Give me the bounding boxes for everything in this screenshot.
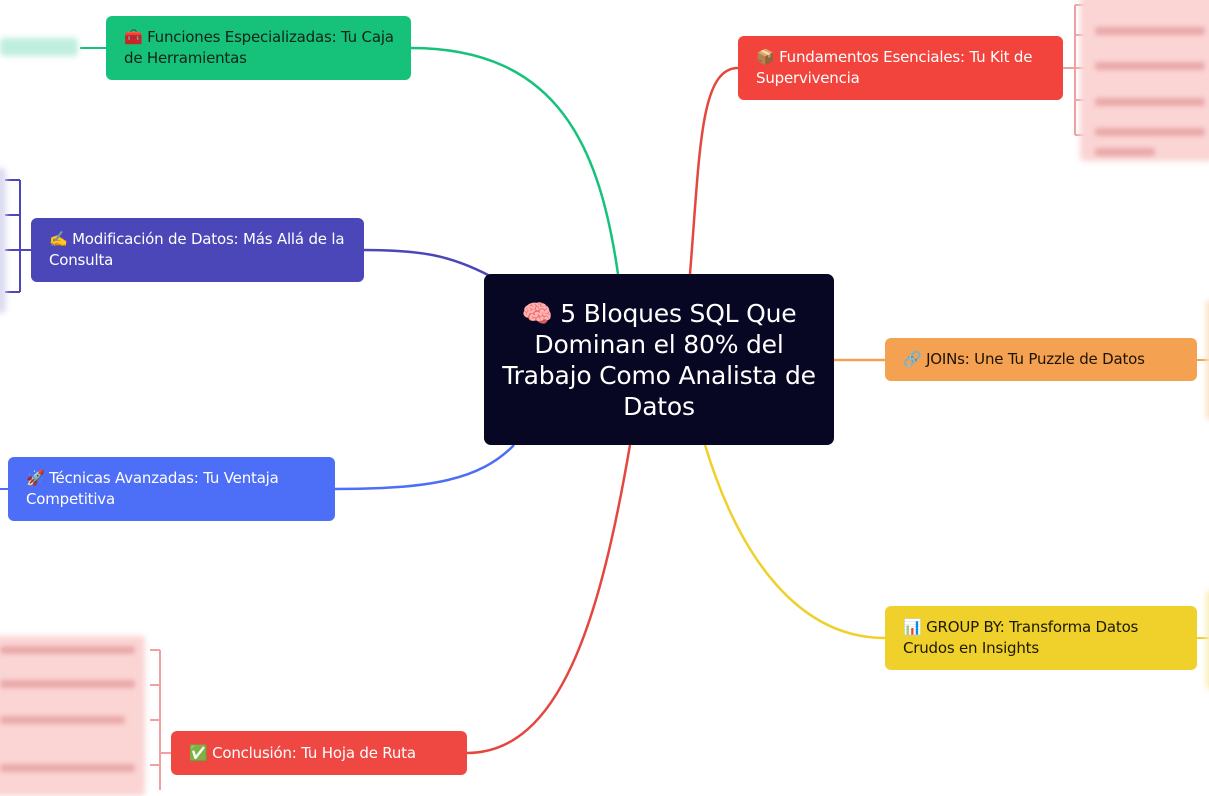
branch-label: Conclusión: Tu Hoja de Ruta [212, 743, 416, 762]
rocket-icon: 🚀 [26, 469, 45, 487]
branch-tecnicas[interactable]: 🚀 Técnicas Avanzadas: Tu Ventaja Competi… [8, 457, 335, 521]
branch-conclusion[interactable]: ✅ Conclusión: Tu Hoja de Ruta [171, 731, 467, 775]
modificacion-children-blurred [0, 168, 6, 313]
blurred-text [1095, 128, 1205, 136]
blurred-text [1095, 62, 1205, 70]
bar-chart-icon: 📊 [903, 618, 922, 636]
branch-label: Fundamentos Esenciales: Tu Kit de Superv… [756, 48, 1033, 87]
edge-modificacion-children [5, 179, 31, 293]
joins-children-blurred [1206, 300, 1209, 420]
central-topic[interactable]: 🧠 5 Bloques SQL Que Dominan el 80% del T… [484, 274, 834, 445]
branch-groupby[interactable]: 📊 GROUP BY: Transforma Datos Crudos en I… [885, 606, 1197, 670]
blurred-text [0, 646, 135, 654]
branch-label: GROUP BY: Transforma Datos Crudos en Ins… [903, 618, 1139, 657]
writing-hand-icon: ✍️ [49, 230, 68, 248]
edge-modificacion [363, 248, 491, 278]
blurred-text [1095, 148, 1155, 156]
branch-label: Modificación de Datos: Más Allá de la Co… [49, 230, 345, 269]
edge-fundamentos [688, 66, 739, 275]
blurred-text [0, 680, 135, 688]
groupby-children-blurred [1206, 590, 1209, 690]
blurred-text [1095, 98, 1205, 106]
edge-groupby [703, 444, 886, 640]
branch-label: Técnicas Avanzadas: Tu Ventaja Competiti… [26, 469, 279, 508]
blurred-text [0, 716, 125, 724]
branch-modificacion[interactable]: ✍️ Modificación de Datos: Más Allá de la… [31, 218, 364, 282]
branch-joins[interactable]: 🔗 JOINs: Une Tu Puzzle de Datos [885, 338, 1197, 381]
central-topic-title: 5 Bloques SQL Que Dominan el 80% del Tra… [502, 298, 816, 421]
branch-label: Funciones Especializadas: Tu Caja de Her… [124, 28, 394, 67]
branch-label: JOINs: Une Tu Puzzle de Datos [926, 350, 1145, 368]
branch-funciones[interactable]: 🧰 Funciones Especializadas: Tu Caja de H… [106, 16, 411, 80]
check-mark-icon: ✅ [189, 743, 208, 762]
fundamentos-children-blurred [1080, 0, 1209, 161]
funciones-children-blurred [0, 38, 78, 56]
edge-tecnicas [334, 444, 515, 491]
edge-funciones [410, 46, 620, 275]
branch-fundamentos[interactable]: 📦 Fundamentos Esenciales: Tu Kit de Supe… [738, 36, 1063, 100]
package-icon: 📦 [756, 48, 775, 66]
toolbox-icon: 🧰 [124, 28, 143, 46]
edge-conclusion-children [150, 649, 171, 790]
brain-icon: 🧠 [521, 298, 553, 328]
link-icon: 🔗 [903, 350, 922, 368]
blurred-text [1095, 27, 1205, 35]
edge-conclusion [466, 444, 632, 755]
blurred-text [0, 764, 135, 772]
